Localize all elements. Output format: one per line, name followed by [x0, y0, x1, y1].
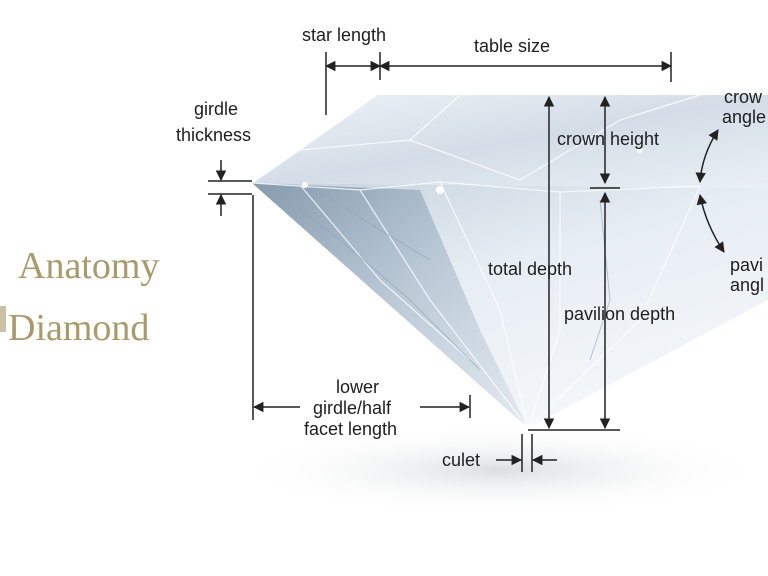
- diamond-pavilion-left-facet: [252, 183, 528, 428]
- label-culet: culet: [442, 450, 481, 470]
- label-total-depth: total depth: [488, 259, 573, 279]
- diamond-crown: [252, 95, 768, 188]
- label-pavilion-angle-line2: angl: [730, 275, 765, 295]
- label-pavilion-depth: pavilion depth: [564, 304, 676, 324]
- label-lower-girdle-line3: facet length: [304, 419, 398, 439]
- label-lower-girdle-line1: lower: [336, 377, 380, 397]
- label-star-length: star length: [302, 25, 387, 45]
- label-crown-angle-line2: angle: [722, 107, 767, 127]
- pavilion-angle-arc: [696, 193, 725, 253]
- label-lower-girdle-line2: girdle/half: [313, 398, 392, 418]
- crown-angle-arc: [695, 129, 719, 184]
- diamond-shadow: [230, 425, 768, 515]
- diamond-image: [251, 94, 768, 429]
- title-cropped-mark: [0, 306, 6, 332]
- measurement-lines: [208, 52, 725, 472]
- label-crown-angle-line1: crow: [724, 87, 763, 107]
- label-girdle-line1: girdle: [194, 99, 239, 119]
- label-girdle-line2: thickness: [176, 125, 252, 145]
- title-line-2: ​Diamond: [0, 296, 149, 350]
- label-pavilion-angle-line1: pavi: [730, 255, 764, 275]
- title-line-2-text: Diamond: [8, 307, 150, 349]
- label-table-size: table size: [474, 36, 551, 56]
- label-crown-height: crown height: [557, 129, 660, 149]
- title-line-1: Anatomy: [18, 245, 160, 287]
